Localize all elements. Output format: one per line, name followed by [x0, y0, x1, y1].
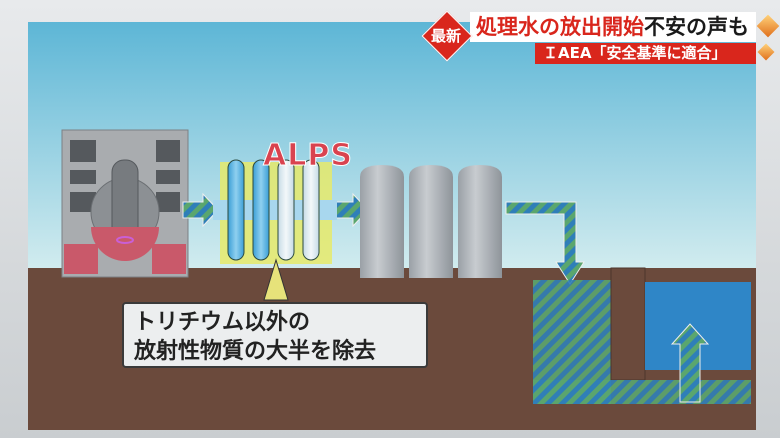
undersea-tunnel: [533, 380, 751, 404]
storage-tanks-icon: [360, 165, 502, 278]
caption-line-2: 放射性物質の大半を除去: [134, 339, 377, 364]
outlet-arrow-icon: [670, 323, 710, 403]
caption-box: トリチウム以外の 放射性物質の大半を除去: [122, 302, 428, 368]
diagram-graphic: [28, 22, 756, 430]
headline-dark-text: 不安の声も: [644, 15, 749, 39]
caption-line-1: トリチウム以外の: [134, 310, 311, 335]
alps-filter-icon: [213, 159, 337, 301]
alps-label: ALPS: [263, 138, 353, 174]
news-headline: 処理水の放出開始不安の声も: [470, 12, 756, 42]
badge-text: 最新: [430, 27, 461, 45]
seawall: [610, 267, 646, 381]
flow-arrow-icon: [182, 192, 219, 228]
diagram-board: ALPS: [28, 22, 756, 430]
latest-badge: 最新: [421, 10, 473, 62]
news-subheadline: ＩAEA「安全基準に適合」: [535, 43, 756, 64]
discharge-pipe-icon: [505, 201, 585, 285]
headline-red-text: 処理水の放出開始: [476, 15, 644, 39]
reactor-building-icon: [61, 129, 189, 278]
